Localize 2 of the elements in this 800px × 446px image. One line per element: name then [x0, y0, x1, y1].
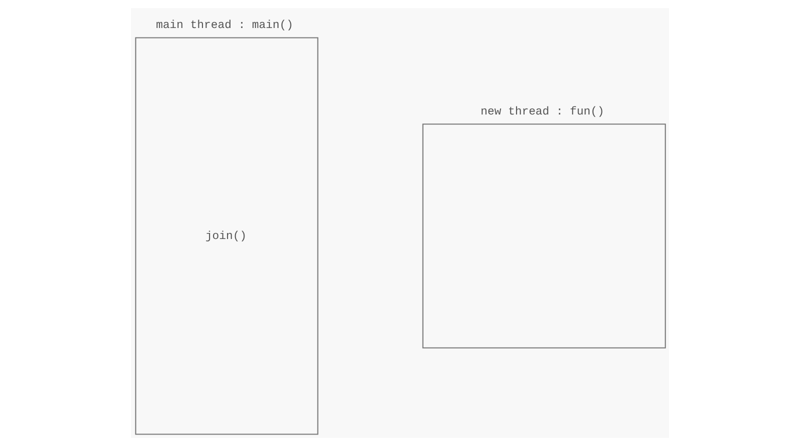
node-label: new thread : fun() — [480, 106, 604, 119]
node-label: main thread : main() — [156, 19, 294, 32]
